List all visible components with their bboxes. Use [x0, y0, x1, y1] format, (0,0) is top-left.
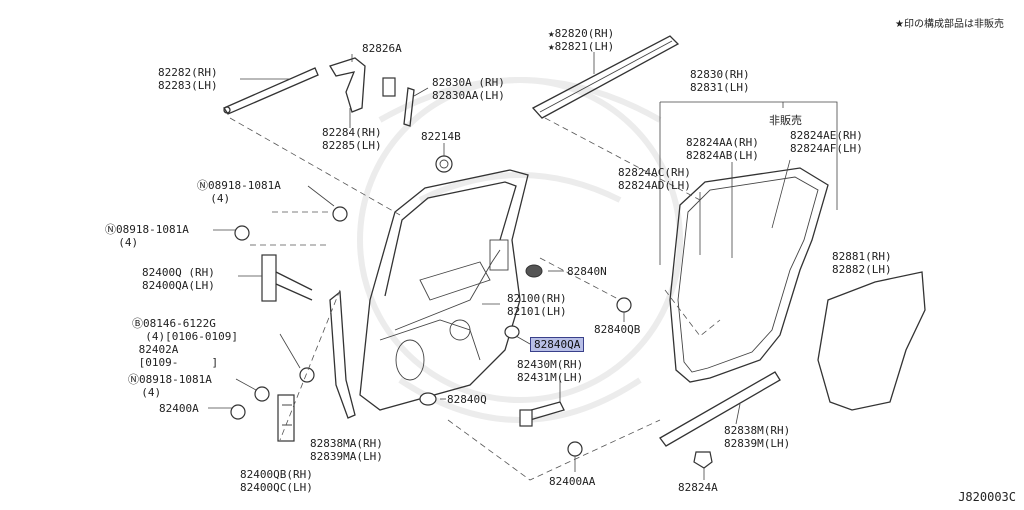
label-08918-1081a-top[interactable]: Ⓝ08918-1081A (4)	[197, 179, 281, 205]
label-82830a[interactable]: 82830A (RH) 82830AA(LH)	[432, 76, 505, 102]
label-82824a[interactable]: 82824A	[678, 481, 718, 494]
label-82824ac[interactable]: 82824AC(RH) 82824AD(LH)	[618, 166, 691, 192]
part-82830-weatherstrip	[669, 167, 829, 383]
bolt-icons	[230, 206, 583, 457]
label-82838ma[interactable]: 82838MA(RH) 82839MA(LH)	[310, 437, 383, 463]
label-82840n[interactable]: 82840N	[567, 265, 607, 278]
label-82430m[interactable]: 82430M(RH) 82431M(LH)	[517, 358, 584, 384]
part-82826a-clip	[382, 77, 396, 97]
part-82820-outer-molding	[531, 35, 680, 119]
part-82284-sash	[329, 57, 366, 113]
part-82430m-check	[519, 401, 565, 427]
label-08918-1081a-mid[interactable]: Ⓝ08918-1081A (4)	[105, 223, 189, 249]
part-82824a-clip	[693, 451, 713, 469]
part-82214b-grommet	[435, 155, 453, 173]
label-82282[interactable]: 82282(RH) 82283(LH)	[158, 66, 218, 92]
label-82400q[interactable]: 82400Q (RH) 82400QA(LH)	[142, 266, 215, 292]
part-82830a-seal	[403, 87, 415, 127]
leader-lines	[208, 52, 838, 480]
label-82881[interactable]: 82881(RH) 82882(LH)	[832, 250, 892, 276]
part-82400qb-hinge	[277, 394, 295, 442]
part-82282-molding	[223, 67, 319, 115]
header-note: ★印の構成部品は非販売	[895, 19, 1004, 30]
label-82214b[interactable]: 82214B	[421, 130, 461, 143]
label-82830[interactable]: 82830(RH) 82831(LH)	[690, 68, 750, 94]
label-not-sold: 非販売	[769, 114, 802, 127]
label-08918-1081a-low[interactable]: Ⓝ08918-1081A (4)	[128, 373, 212, 399]
label-82840qa-highlighted[interactable]: 82840QA	[530, 337, 585, 352]
label-82838m[interactable]: 82838M(RH) 82839M(LH)	[724, 424, 791, 450]
label-82400aa[interactable]: 82400AA	[549, 475, 596, 488]
plug-icons	[419, 264, 632, 406]
part-82400q-hinge	[261, 254, 313, 302]
label-82824ae[interactable]: 82824AE(RH) 82824AF(LH)	[790, 129, 863, 155]
label-82284[interactable]: 82284(RH) 82285(LH)	[322, 126, 382, 152]
door-frame	[359, 169, 529, 411]
label-82400a[interactable]: 82400A	[159, 402, 199, 415]
label-08146-6122g[interactable]: Ⓑ08146-6122G (4)[0106-0109] 82402A [0109…	[132, 317, 238, 369]
assembly-lines	[229, 117, 721, 481]
label-82400qb[interactable]: 82400QB(RH) 82400QC(LH)	[240, 468, 313, 494]
label-82840qb[interactable]: 82840QB	[594, 323, 641, 336]
part-82838m-molding	[659, 371, 781, 447]
label-82820[interactable]: ★82820(RH) ★82821(LH)	[548, 27, 615, 53]
part-82838ma-channel	[329, 290, 356, 419]
part-82881-screen	[817, 271, 926, 411]
label-82100[interactable]: 82100(RH) 82101(LH)	[507, 292, 567, 318]
diagram-ref: J820003C	[958, 490, 1016, 504]
label-82824aa[interactable]: 82824AA(RH) 82824AB(LH)	[686, 136, 759, 162]
label-82840q[interactable]: 82840Q	[447, 393, 487, 406]
label-82826a[interactable]: 82826A	[362, 42, 402, 55]
